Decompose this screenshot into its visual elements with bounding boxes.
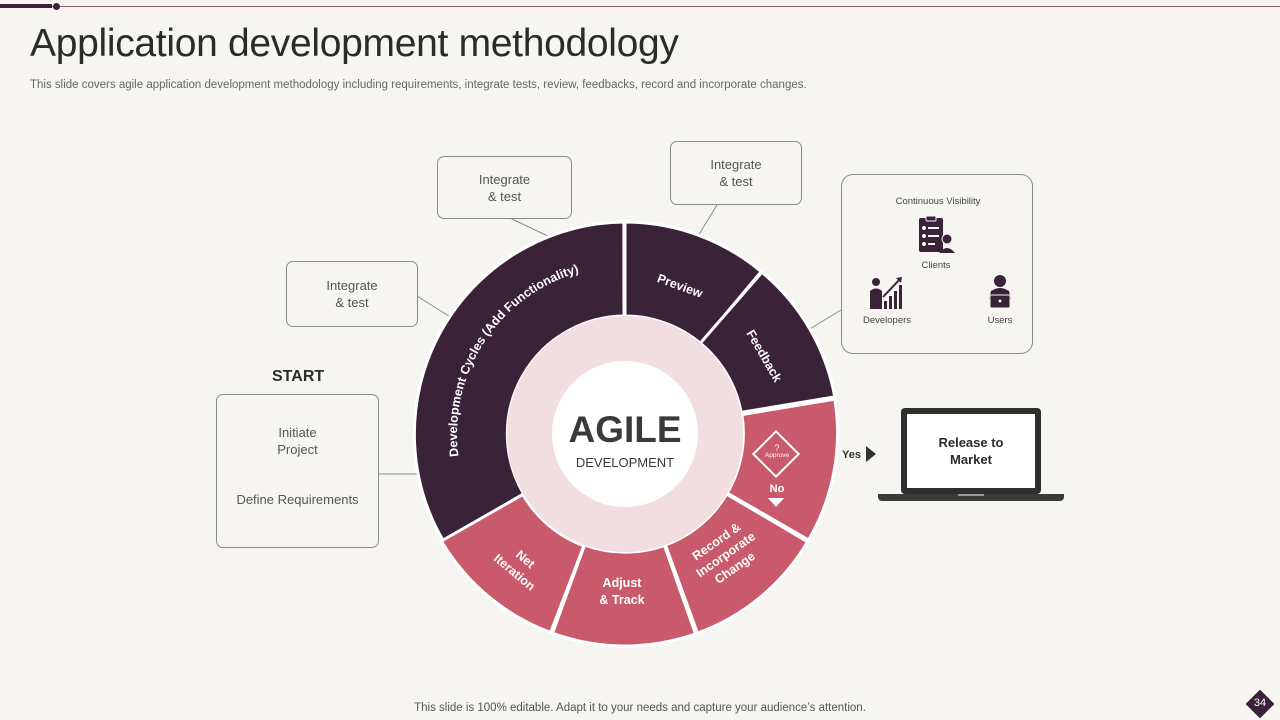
segment-net-iteration — [439, 492, 586, 635]
release-line-1: Release to — [938, 435, 1004, 450]
start-line-project: Project — [277, 442, 318, 457]
segment-label-no: No — [770, 483, 785, 495]
page-subtitle: This slide covers agile application deve… — [30, 79, 807, 91]
visibility-title: Continuous Visibility — [895, 196, 981, 207]
center-subtitle: DEVELOPMENT — [576, 455, 674, 470]
top-rule — [0, 6, 1280, 7]
callout-line: Integrate — [478, 171, 531, 187]
clipboard-person-icon — [919, 215, 955, 253]
page-title: Application development methodology — [30, 22, 679, 65]
center-title: AGILE — [568, 409, 681, 450]
connector-line — [509, 217, 553, 239]
laptop-base — [878, 494, 1064, 501]
connector-line — [416, 295, 453, 319]
play-arrow-icon — [866, 446, 876, 462]
page-number-badge: 34 — [1245, 689, 1275, 719]
down-arrow-icon — [768, 498, 784, 507]
laptop-notch — [958, 494, 984, 496]
svg-text:Adjust: Adjust — [603, 576, 643, 590]
visibility-users: Users — [987, 315, 1013, 326]
growth-chart-person-icon — [870, 277, 902, 309]
visibility-clients: Clients — [921, 260, 951, 271]
approve-diamond-icon: Approve ? — [751, 429, 801, 479]
connector-line — [697, 204, 718, 237]
page-number: 34 — [1253, 697, 1267, 709]
laptop-icon: Release to Market — [878, 408, 1064, 504]
callout-line: Integrate — [710, 157, 762, 172]
visibility-developers: Developers — [862, 315, 912, 326]
start-line-initiate: Initiate — [278, 425, 317, 440]
center-circle — [552, 361, 698, 507]
yes-label: Yes — [842, 449, 861, 461]
start-line-requirements: Define Requirements — [236, 492, 359, 507]
callout-integrate-top-right: Integrate & test — [670, 141, 802, 205]
svg-text:Approve: Approve — [765, 452, 790, 459]
top-accent-bar — [0, 4, 52, 8]
callout-line: & test — [487, 188, 522, 204]
segment-label-adjust: Adjust & Track — [599, 576, 644, 607]
release-to-market-display: Release to Market — [907, 414, 1035, 488]
callout-line: & test — [719, 174, 753, 189]
footer-note: This slide is 100% editable. Adapt it to… — [414, 702, 866, 714]
continuous-visibility-box: Continuous Visibility Clients Developers… — [841, 174, 1033, 354]
callout-line: Integrate — [326, 278, 378, 293]
callout-integrate-top-left: Integrate & test — [437, 156, 572, 219]
user-laptop-icon — [989, 275, 1011, 309]
callout-line: & test — [335, 295, 369, 310]
release-line-2: Market — [950, 452, 992, 467]
segment-adjust — [550, 543, 698, 648]
start-label: START — [272, 368, 325, 385]
segment-feedback — [698, 270, 837, 415]
connector-line — [807, 309, 842, 331]
start-box: Initiate Project Define Requirements — [216, 394, 379, 548]
svg-text:& Track: & Track — [599, 593, 644, 607]
svg-text:?: ? — [774, 443, 779, 453]
top-accent-dot — [53, 3, 60, 10]
callout-integrate-left: Integrate & test — [286, 261, 418, 327]
